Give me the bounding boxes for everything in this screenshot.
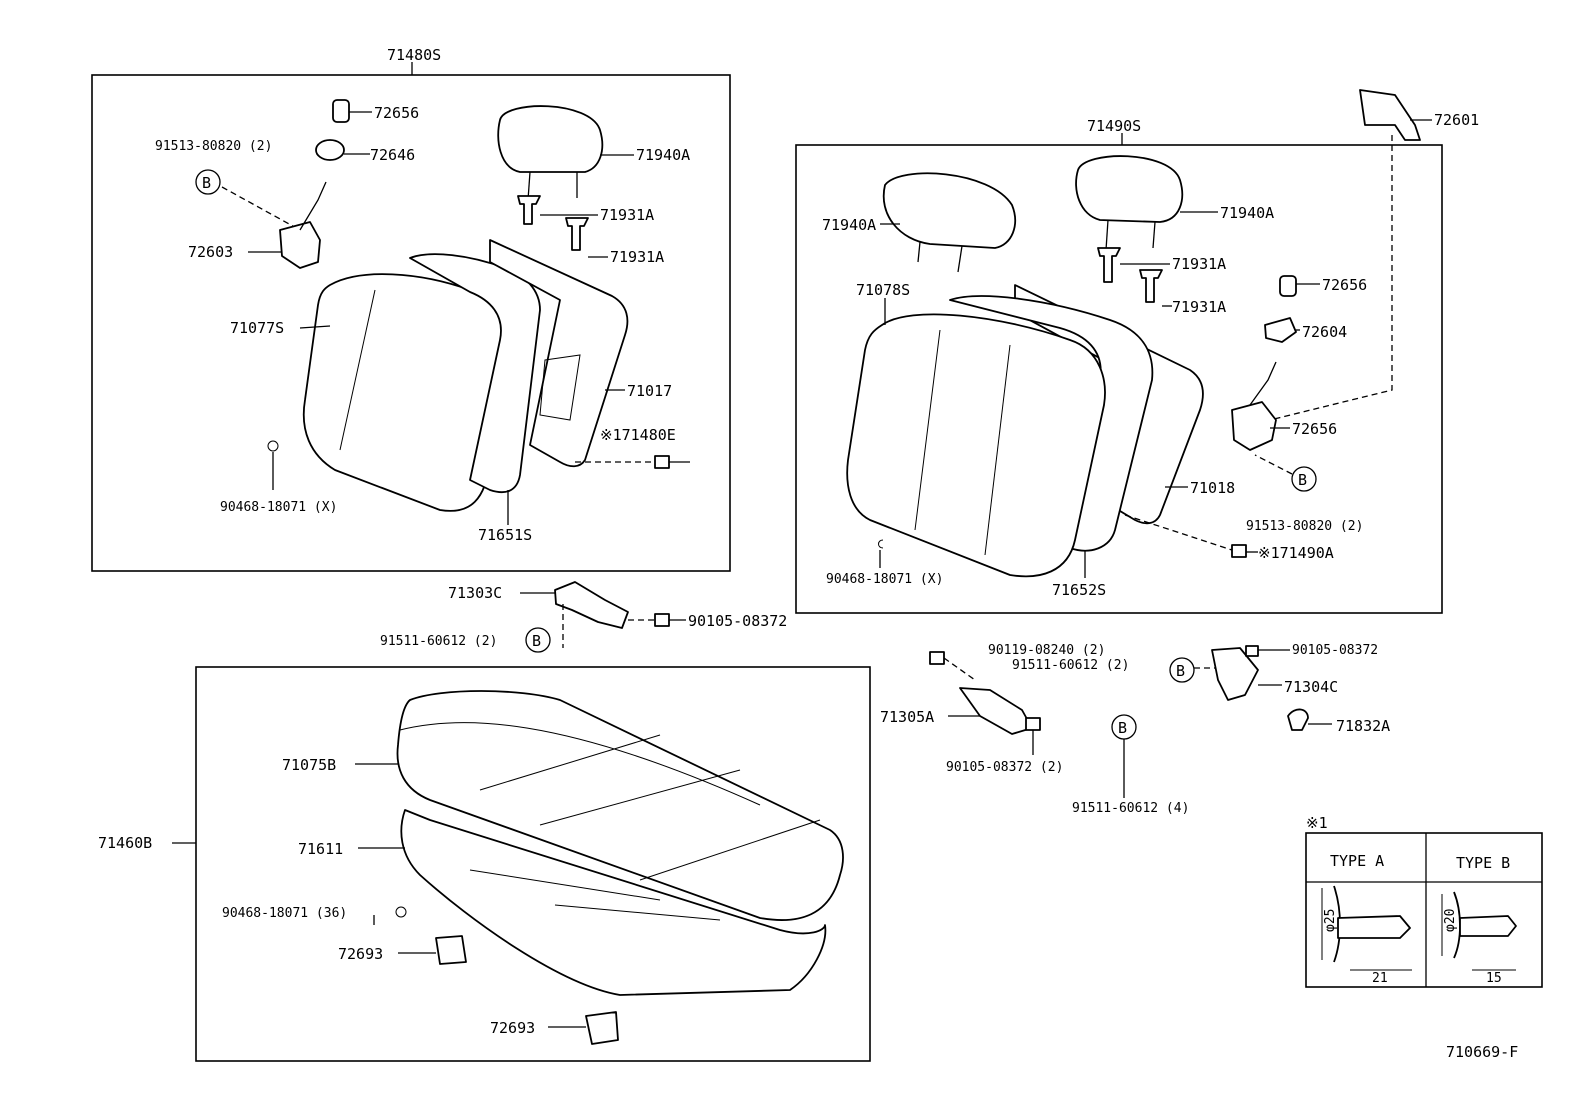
label-right-71078s: 71078S (856, 281, 910, 299)
label-71460b: 71460B (98, 834, 152, 852)
label-71832a: 71832A (1336, 717, 1390, 735)
label-right-71940a-right: 71940A (1220, 204, 1274, 222)
label-right-90468: 90468-18071 (X) (826, 572, 943, 587)
right-seatback-frame (795, 144, 1443, 614)
label-rl-90105-2: 90105-08372 (2) (946, 760, 1063, 775)
label-90119: 90119-08240 (2) (988, 643, 1105, 658)
headrest-left-group (497, 105, 604, 251)
label-71490s: 71490S (1087, 117, 1141, 135)
label-left-71651s: 71651S (478, 526, 532, 544)
label-91511-2: 91511-60612 (2) (1012, 658, 1129, 673)
label-72693-1: 72693 (338, 945, 383, 963)
label-left-71940a: 71940A (636, 146, 690, 164)
label-71075b: 71075B (282, 756, 336, 774)
label-right-72601: 72601 (1434, 111, 1479, 129)
label-72693-2: 72693 (490, 1019, 535, 1037)
table-type-b: TYPE B (1456, 854, 1510, 872)
table-a-dia: φ25 (1323, 909, 1338, 932)
label-mid-90105: 90105-08372 (688, 612, 787, 630)
label-91511-4: 91511-60612 (4) (1072, 801, 1189, 816)
table-b-dia: φ20 (1443, 909, 1458, 932)
table-note: ※1 (1306, 814, 1328, 832)
circle-b-left: B (202, 174, 211, 192)
label-right-71652s: 71652S (1052, 581, 1106, 599)
label-right-91513: 91513-80820 (2) (1246, 519, 1363, 534)
circle-b-rl2: B (1118, 719, 1127, 737)
label-right-72656-lock: 72656 (1292, 420, 1337, 438)
label-right-71940a-left: 71940A (822, 216, 876, 234)
label-left-71931a-2: 71931A (610, 248, 664, 266)
label-71480s: 71480S (387, 46, 441, 64)
label-71305a: 71305A (880, 708, 934, 726)
label-left-71017: 71017 (627, 382, 672, 400)
label-left-91513: 91513-80820 (2) (155, 139, 272, 154)
table-b-len: 15 (1486, 971, 1502, 986)
label-left-71931a-1: 71931A (600, 206, 654, 224)
label-left-90468: 90468-18071 (X) (220, 500, 337, 515)
table-type-a: TYPE A (1330, 852, 1384, 870)
left-seatback-frame (91, 74, 731, 572)
label-right-72656-top: 72656 (1322, 276, 1367, 294)
clip-type-table (1305, 832, 1543, 988)
label-right-71931a-1: 71931A (1172, 255, 1226, 273)
circle-b-mid: B (532, 632, 541, 650)
circle-b-right: B (1298, 471, 1307, 489)
label-left-71077s: 71077S (230, 319, 284, 337)
label-left-72646: 72646 (370, 146, 415, 164)
label-71611: 71611 (298, 840, 343, 858)
label-right-71931a-2: 71931A (1172, 298, 1226, 316)
label-90468-36: 90468-18071 (36) (222, 906, 347, 921)
label-right-71018: 71018 (1190, 479, 1235, 497)
label-rl-90105: 90105-08372 (1292, 643, 1378, 658)
label-71304c: 71304C (1284, 678, 1338, 696)
label-71303c: 71303C (448, 584, 502, 602)
label-left-72656: 72656 (374, 104, 419, 122)
label-left-171480e: ※171480E (600, 426, 676, 444)
circle-b-rl: B (1176, 662, 1185, 680)
label-mid-91511: 91511-60612 (2) (380, 634, 497, 649)
figure-code: 710669-F (1446, 1043, 1518, 1061)
cushion-frame (195, 666, 871, 1062)
label-right-171490a: ※171490A (1258, 544, 1334, 562)
label-right-72604: 72604 (1302, 323, 1347, 341)
table-a-len: 21 (1372, 971, 1388, 986)
label-left-72603: 72603 (188, 243, 233, 261)
